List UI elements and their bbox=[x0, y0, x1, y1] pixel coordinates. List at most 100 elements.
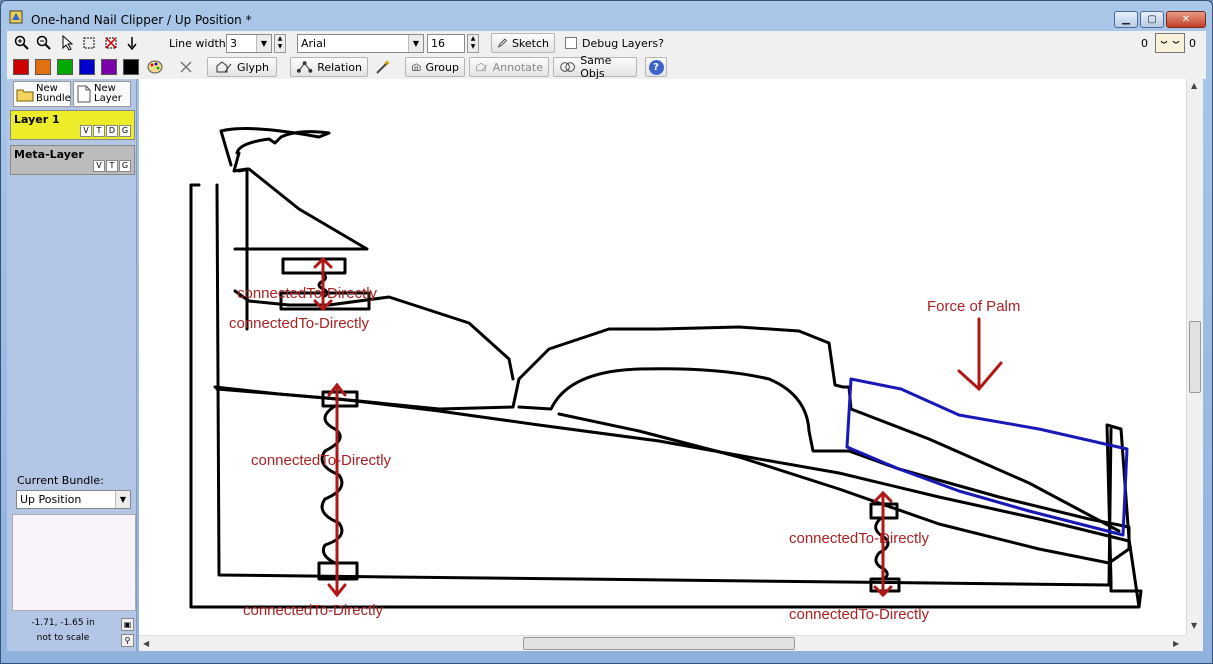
sketch-drawing[interactable]: Force of Palm connectedTo-Directly conne… bbox=[139, 79, 1186, 635]
overlap-circles-icon bbox=[560, 62, 575, 72]
blade-stroke bbox=[517, 367, 1131, 565]
layer-name: Layer 1 bbox=[14, 113, 60, 126]
same-objs-button[interactable]: Same Objs bbox=[553, 54, 637, 80]
counter-left: 0 bbox=[1141, 36, 1148, 50]
color-swatch[interactable] bbox=[79, 59, 95, 75]
push-down-icon[interactable] bbox=[124, 33, 140, 53]
relation-label: Relation bbox=[317, 60, 362, 74]
font-size-value: 16 bbox=[431, 37, 445, 50]
horizontal-scroll-thumb[interactable] bbox=[523, 637, 795, 650]
delete-selection-icon[interactable] bbox=[102, 33, 120, 53]
layer-flag-toggle[interactable]: T bbox=[106, 160, 118, 172]
current-bundle-value: Up Position bbox=[20, 493, 82, 506]
window-title: One-hand Nail Clipper / Up Position * bbox=[31, 13, 252, 27]
line-width-spinner[interactable]: ▲▼ bbox=[274, 34, 286, 53]
font-size-field[interactable]: 16 bbox=[427, 34, 465, 53]
layer-flag-toggle[interactable]: D bbox=[106, 125, 118, 137]
debug-layers-label: Debug Layers? bbox=[582, 36, 664, 50]
layer-flag-toggle[interactable]: V bbox=[80, 125, 92, 137]
checkbox-box[interactable] bbox=[565, 37, 577, 49]
color-swatch[interactable] bbox=[123, 59, 139, 75]
bundle-contents-list[interactable] bbox=[12, 514, 136, 611]
relation-button[interactable]: Relation bbox=[290, 57, 368, 77]
layer-flag-toggle[interactable]: G bbox=[119, 160, 131, 172]
wand-icon[interactable] bbox=[373, 57, 393, 77]
layer-flag-toggle[interactable]: T bbox=[93, 125, 105, 137]
color-swatch[interactable] bbox=[57, 59, 73, 75]
minimize-button[interactable]: ▁ bbox=[1114, 11, 1138, 28]
select-rect-icon[interactable] bbox=[80, 33, 98, 53]
current-bundle-select[interactable]: Up Position ▼ bbox=[16, 490, 131, 509]
layer-flag-toggle[interactable]: G bbox=[119, 125, 131, 137]
force-of-palm-annotation: Force of Palm bbox=[927, 298, 1020, 315]
palette-icon[interactable] bbox=[146, 57, 164, 77]
annotate-button[interactable]: Annotate bbox=[469, 57, 549, 77]
magnifier-icon[interactable]: ⚲ bbox=[121, 634, 134, 647]
counter-right: 0 bbox=[1189, 36, 1196, 50]
relation-label-left: connectedTo-Directly bbox=[251, 452, 392, 469]
group-button[interactable]: Group bbox=[405, 57, 465, 77]
new-bundle-button[interactable]: New Bundle bbox=[13, 81, 71, 107]
group-icon bbox=[411, 63, 421, 71]
drawing-canvas[interactable]: Force of Palm connectedTo-Directly conne… bbox=[139, 79, 1186, 635]
relation-label-upper-2: connectedTo-Directly bbox=[229, 315, 370, 332]
glyph-button[interactable]: Glyph bbox=[207, 57, 277, 77]
fit-view-icon[interactable]: ▣ bbox=[121, 618, 134, 631]
scale-text: not to scale bbox=[36, 633, 90, 643]
color-swatch[interactable] bbox=[13, 59, 29, 75]
chevron-down-icon: ▼ bbox=[408, 35, 423, 52]
lever-mid-stroke bbox=[233, 289, 515, 381]
help-button[interactable]: ? bbox=[645, 57, 667, 77]
same-objs-label: Same Objs bbox=[580, 54, 612, 80]
new-layer-button[interactable]: New Layer bbox=[73, 81, 131, 107]
zoom-out-icon[interactable] bbox=[35, 33, 53, 53]
upper-relation-arrowhead-top bbox=[313, 256, 333, 269]
vertical-scroll-thumb[interactable] bbox=[1189, 321, 1201, 393]
maximize-button[interactable]: ▢ bbox=[1140, 11, 1164, 28]
close-button[interactable]: ✕ bbox=[1166, 11, 1206, 28]
color-swatch[interactable] bbox=[101, 59, 117, 75]
lever-top-stroke bbox=[233, 167, 369, 251]
layer-flag-toggle[interactable]: V bbox=[93, 160, 105, 172]
face-icon bbox=[1155, 33, 1185, 53]
right-relation-arrowhead-top bbox=[873, 490, 893, 503]
upper-spring-cap-top bbox=[281, 257, 347, 275]
font-combo[interactable]: Arial ▼ bbox=[297, 34, 424, 53]
help-icon: ? bbox=[648, 59, 664, 75]
scroll-down-icon[interactable]: ▼ bbox=[1191, 621, 1198, 630]
coordinates-readout: -1.71, -1.65 in not to scale bbox=[7, 616, 119, 646]
line-width-combo[interactable]: 3 ▼ bbox=[226, 34, 272, 53]
color-swatch[interactable] bbox=[35, 59, 51, 75]
title-bar: One-hand Nail Clipper / Up Position * ▁ … bbox=[1, 1, 1212, 31]
layer-name: Meta-Layer bbox=[14, 148, 84, 161]
cancel-x-icon[interactable] bbox=[177, 57, 195, 77]
left-relation-arrowhead-top bbox=[327, 382, 347, 397]
annotate-icon bbox=[476, 62, 488, 72]
scroll-left-icon[interactable]: ◀ bbox=[143, 639, 150, 648]
current-bundle-label: Current Bundle: bbox=[17, 474, 104, 487]
scroll-up-icon[interactable]: ▲ bbox=[1191, 81, 1198, 90]
folder-icon bbox=[16, 89, 34, 102]
sketch-button[interactable]: Sketch bbox=[491, 33, 555, 53]
new-bundle-label: New Bundle bbox=[36, 83, 71, 104]
debug-layers-checkbox[interactable]: Debug Layers? bbox=[565, 33, 664, 53]
outer-frame-stroke bbox=[189, 183, 1143, 609]
zoom-in-icon[interactable] bbox=[13, 33, 31, 53]
relation-icon bbox=[296, 61, 313, 73]
pointer-icon[interactable] bbox=[58, 33, 76, 53]
highlighted-lever-stroke bbox=[845, 377, 1129, 537]
relation-label-upper-1: connectedTo-Directly bbox=[237, 285, 378, 302]
font-size-spinner[interactable]: ▲▼ bbox=[467, 34, 479, 53]
app-icon bbox=[9, 10, 23, 24]
right-relation-arrowhead-bottom bbox=[873, 585, 893, 598]
scroll-right-icon[interactable]: ▶ bbox=[1173, 639, 1180, 648]
sketch-label: Sketch bbox=[511, 36, 549, 50]
vertical-scrollbar[interactable]: ▲ ▼ bbox=[1186, 79, 1203, 635]
new-layer-label: New Layer bbox=[94, 83, 122, 104]
horizontal-scrollbar[interactable]: ◀ ▶ bbox=[139, 635, 1186, 651]
chevron-down-icon: ▼ bbox=[256, 35, 271, 52]
left-spring-coil bbox=[320, 404, 344, 565]
